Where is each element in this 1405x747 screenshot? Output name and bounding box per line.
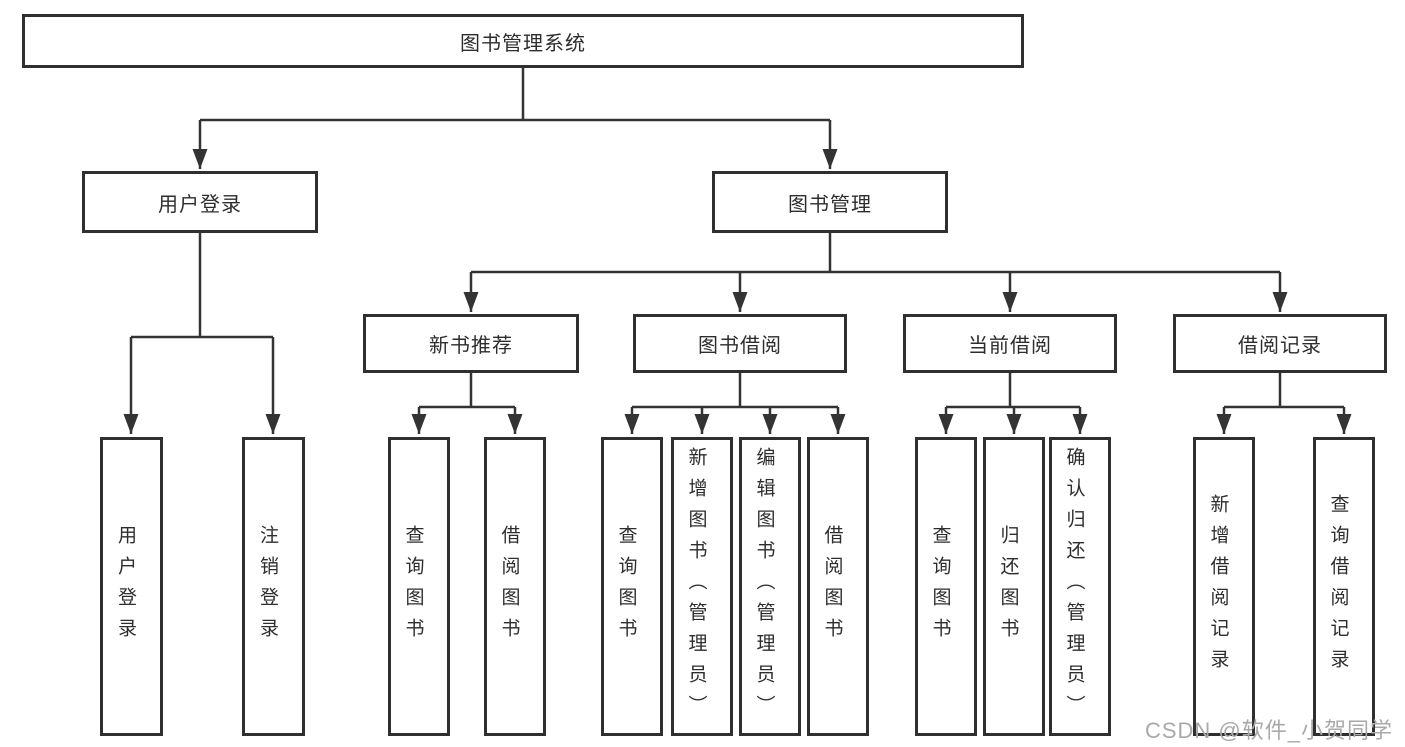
node-root-library-system: 图书管理系统: [22, 14, 1024, 68]
connector-current-borrow-branch: [938, 373, 1088, 434]
leaf-nb-query-books: 查询图书: [388, 437, 450, 736]
leaf-label: 查询图书: [615, 524, 637, 649]
connector-book-borrow-branch: [624, 373, 846, 434]
leaf-bb-borrow-books: 借阅图书: [807, 437, 869, 736]
node-book-borrow: 图书借阅: [633, 314, 847, 373]
leaf-label: 查询图书: [402, 524, 424, 649]
leaf-nb-borrow-books: 借阅图书: [484, 437, 546, 736]
leaf-label: 借阅图书: [821, 524, 843, 649]
leaf-bb-edit-books-admin: 编辑图书（管理员）: [739, 437, 801, 736]
leaf-cb-confirm-return-admin: 确认归还（管理员）: [1049, 437, 1111, 736]
connector-root-to-level2: [192, 68, 838, 169]
leaf-cb-return-books: 归还图书: [983, 437, 1045, 736]
connector-book-mgmt-branch: [463, 233, 1288, 312]
connector-borrow-records-branch: [1216, 373, 1352, 434]
node-label: 借阅记录: [1238, 335, 1322, 357]
leaf-user-login: 用户登录: [100, 437, 163, 736]
connector-user-login-branch: [123, 233, 281, 434]
leaf-br-query-record: 查询借阅记录: [1313, 437, 1375, 736]
leaf-bb-add-books-admin: 新增图书（管理员）: [671, 437, 733, 736]
leaf-label: 编辑图书（管理员）: [753, 447, 775, 726]
leaf-label: 新增借阅记录: [1207, 493, 1229, 680]
leaf-label: 查询图书: [929, 524, 951, 649]
leaf-bb-query-books: 查询图书: [601, 437, 663, 736]
leaf-logout: 注销登录: [242, 437, 305, 736]
node-current-borrow: 当前借阅: [903, 314, 1117, 373]
node-book-management: 图书管理: [712, 171, 948, 233]
node-label: 图书管理: [788, 193, 872, 216]
connector-new-book-branch: [411, 373, 523, 434]
leaf-label: 注销登录: [257, 524, 278, 649]
node-new-book-recommend: 新书推荐: [363, 314, 579, 373]
leaf-label: 查询借阅记录: [1327, 493, 1349, 680]
node-borrow-records: 借阅记录: [1173, 314, 1387, 373]
node-label: 图书借阅: [698, 335, 782, 357]
leaf-label: 确认归还（管理员）: [1063, 447, 1085, 726]
node-label: 新书推荐: [429, 335, 513, 357]
leaf-cb-query-books: 查询图书: [915, 437, 977, 736]
leaf-br-add-record: 新增借阅记录: [1193, 437, 1255, 736]
leaf-label: 新增图书（管理员）: [685, 447, 707, 726]
node-label: 图书管理系统: [460, 32, 586, 55]
leaf-label: 借阅图书: [498, 524, 520, 649]
node-label: 用户登录: [158, 193, 242, 216]
node-label: 当前借阅: [968, 335, 1052, 357]
leaf-label: 归还图书: [997, 524, 1019, 649]
csdn-watermark: CSDN @软件_小贺同学: [1144, 718, 1393, 743]
node-user-login: 用户登录: [82, 171, 318, 233]
leaf-label: 用户登录: [115, 524, 136, 649]
